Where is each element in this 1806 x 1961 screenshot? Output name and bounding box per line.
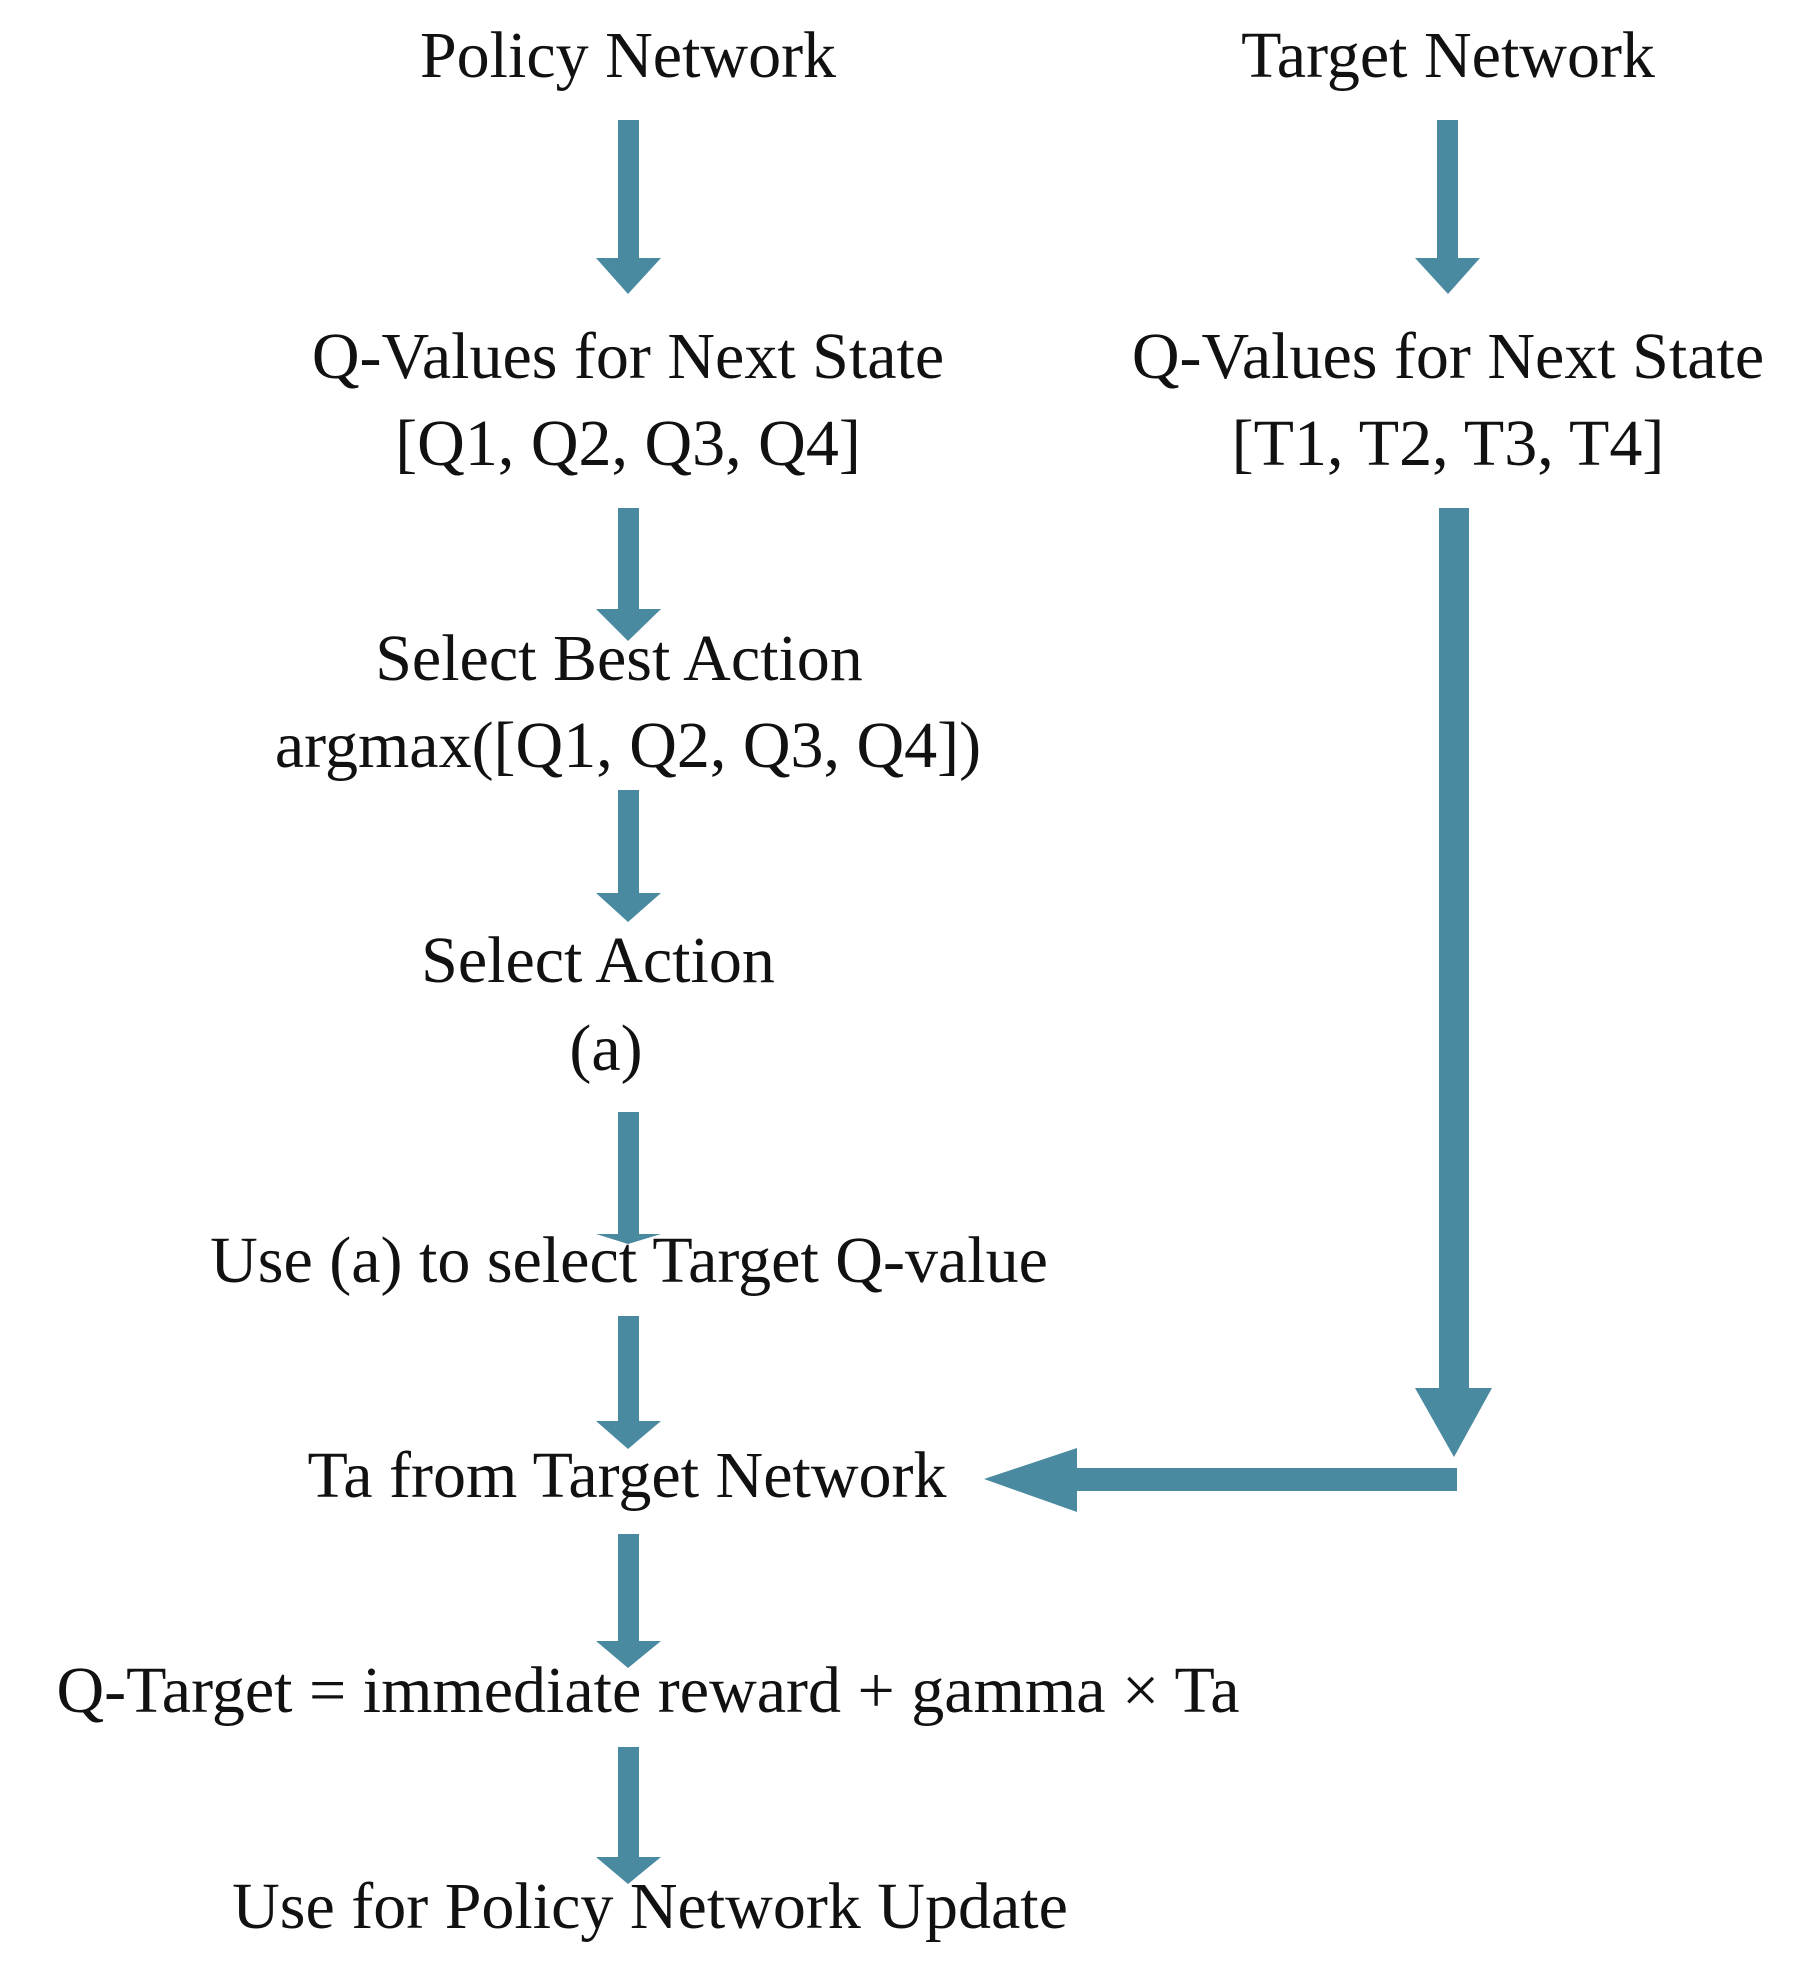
select-action-variable: (a) [569, 1012, 642, 1085]
best-action-formula: argmax([Q1, Q2, Q3, Q4]) [275, 709, 981, 782]
arrow-q-target-to-update [596, 1747, 661, 1884]
arrow-ta-to-q-target [596, 1534, 661, 1668]
target-network-title: Target Network [1241, 19, 1655, 92]
arrow-target-to-ta [984, 1448, 1457, 1512]
policy-qvalues-title: Q-Values for Next State [312, 320, 944, 393]
arrow-select-action-to-use-a [596, 1112, 661, 1244]
ta-from-target-label: Ta from Target Network [308, 1439, 947, 1512]
arrow-target-qvalues-down [1415, 508, 1492, 1457]
policy-network-title: Policy Network [420, 19, 836, 92]
select-action-title: Select Action [421, 924, 775, 997]
target-qvalues-list: [T1, T2, T3, T4] [1232, 407, 1665, 480]
policy-qvalues-list: [Q1, Q2, Q3, Q4] [395, 407, 861, 480]
arrow-policy-to-qvalues [596, 120, 661, 294]
arrow-qvalues-to-best-action [596, 508, 661, 641]
policy-update-label: Use for Policy Network Update [232, 1870, 1068, 1943]
best-action-title: Select Best Action [375, 622, 863, 695]
target-qvalues-title: Q-Values for Next State [1132, 320, 1764, 393]
arrow-use-a-to-ta [596, 1316, 661, 1449]
q-target-formula: Q-Target = immediate reward + gamma × Ta [56, 1654, 1239, 1727]
arrow-target-to-qvalues [1415, 120, 1480, 294]
arrow-best-action-to-select-action [596, 790, 661, 922]
